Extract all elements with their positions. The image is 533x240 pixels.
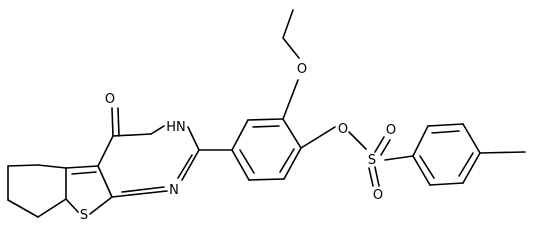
ring-n-label: N: [169, 183, 179, 198]
ester-oxygen-label: O: [338, 122, 348, 137]
sulfonyl-sulfur-label: S: [368, 153, 376, 168]
sulfonyl-oxygen-top-label: O: [386, 123, 396, 138]
atom-labels: O HN N S O O S O O: [80, 62, 396, 223]
sulfonate-ester: [300, 126, 414, 187]
thiophene-sulfur-label: S: [80, 208, 88, 223]
ethoxy-oxygen-label: O: [297, 62, 307, 77]
carbonyl-oxygen-label: O: [105, 92, 115, 107]
cyclohexane-ring: [7, 164, 67, 218]
pyrimidinone-ring: [97, 107, 200, 198]
tolyl-ring: [412, 123, 526, 186]
ethoxy-group: [282, 9, 300, 120]
sulfonyl-oxygen-bottom-label: O: [373, 188, 383, 203]
phenylene-ring: [198, 118, 302, 181]
thiophene-ring: [65, 165, 113, 215]
ring-nh-label: HN: [166, 120, 186, 135]
